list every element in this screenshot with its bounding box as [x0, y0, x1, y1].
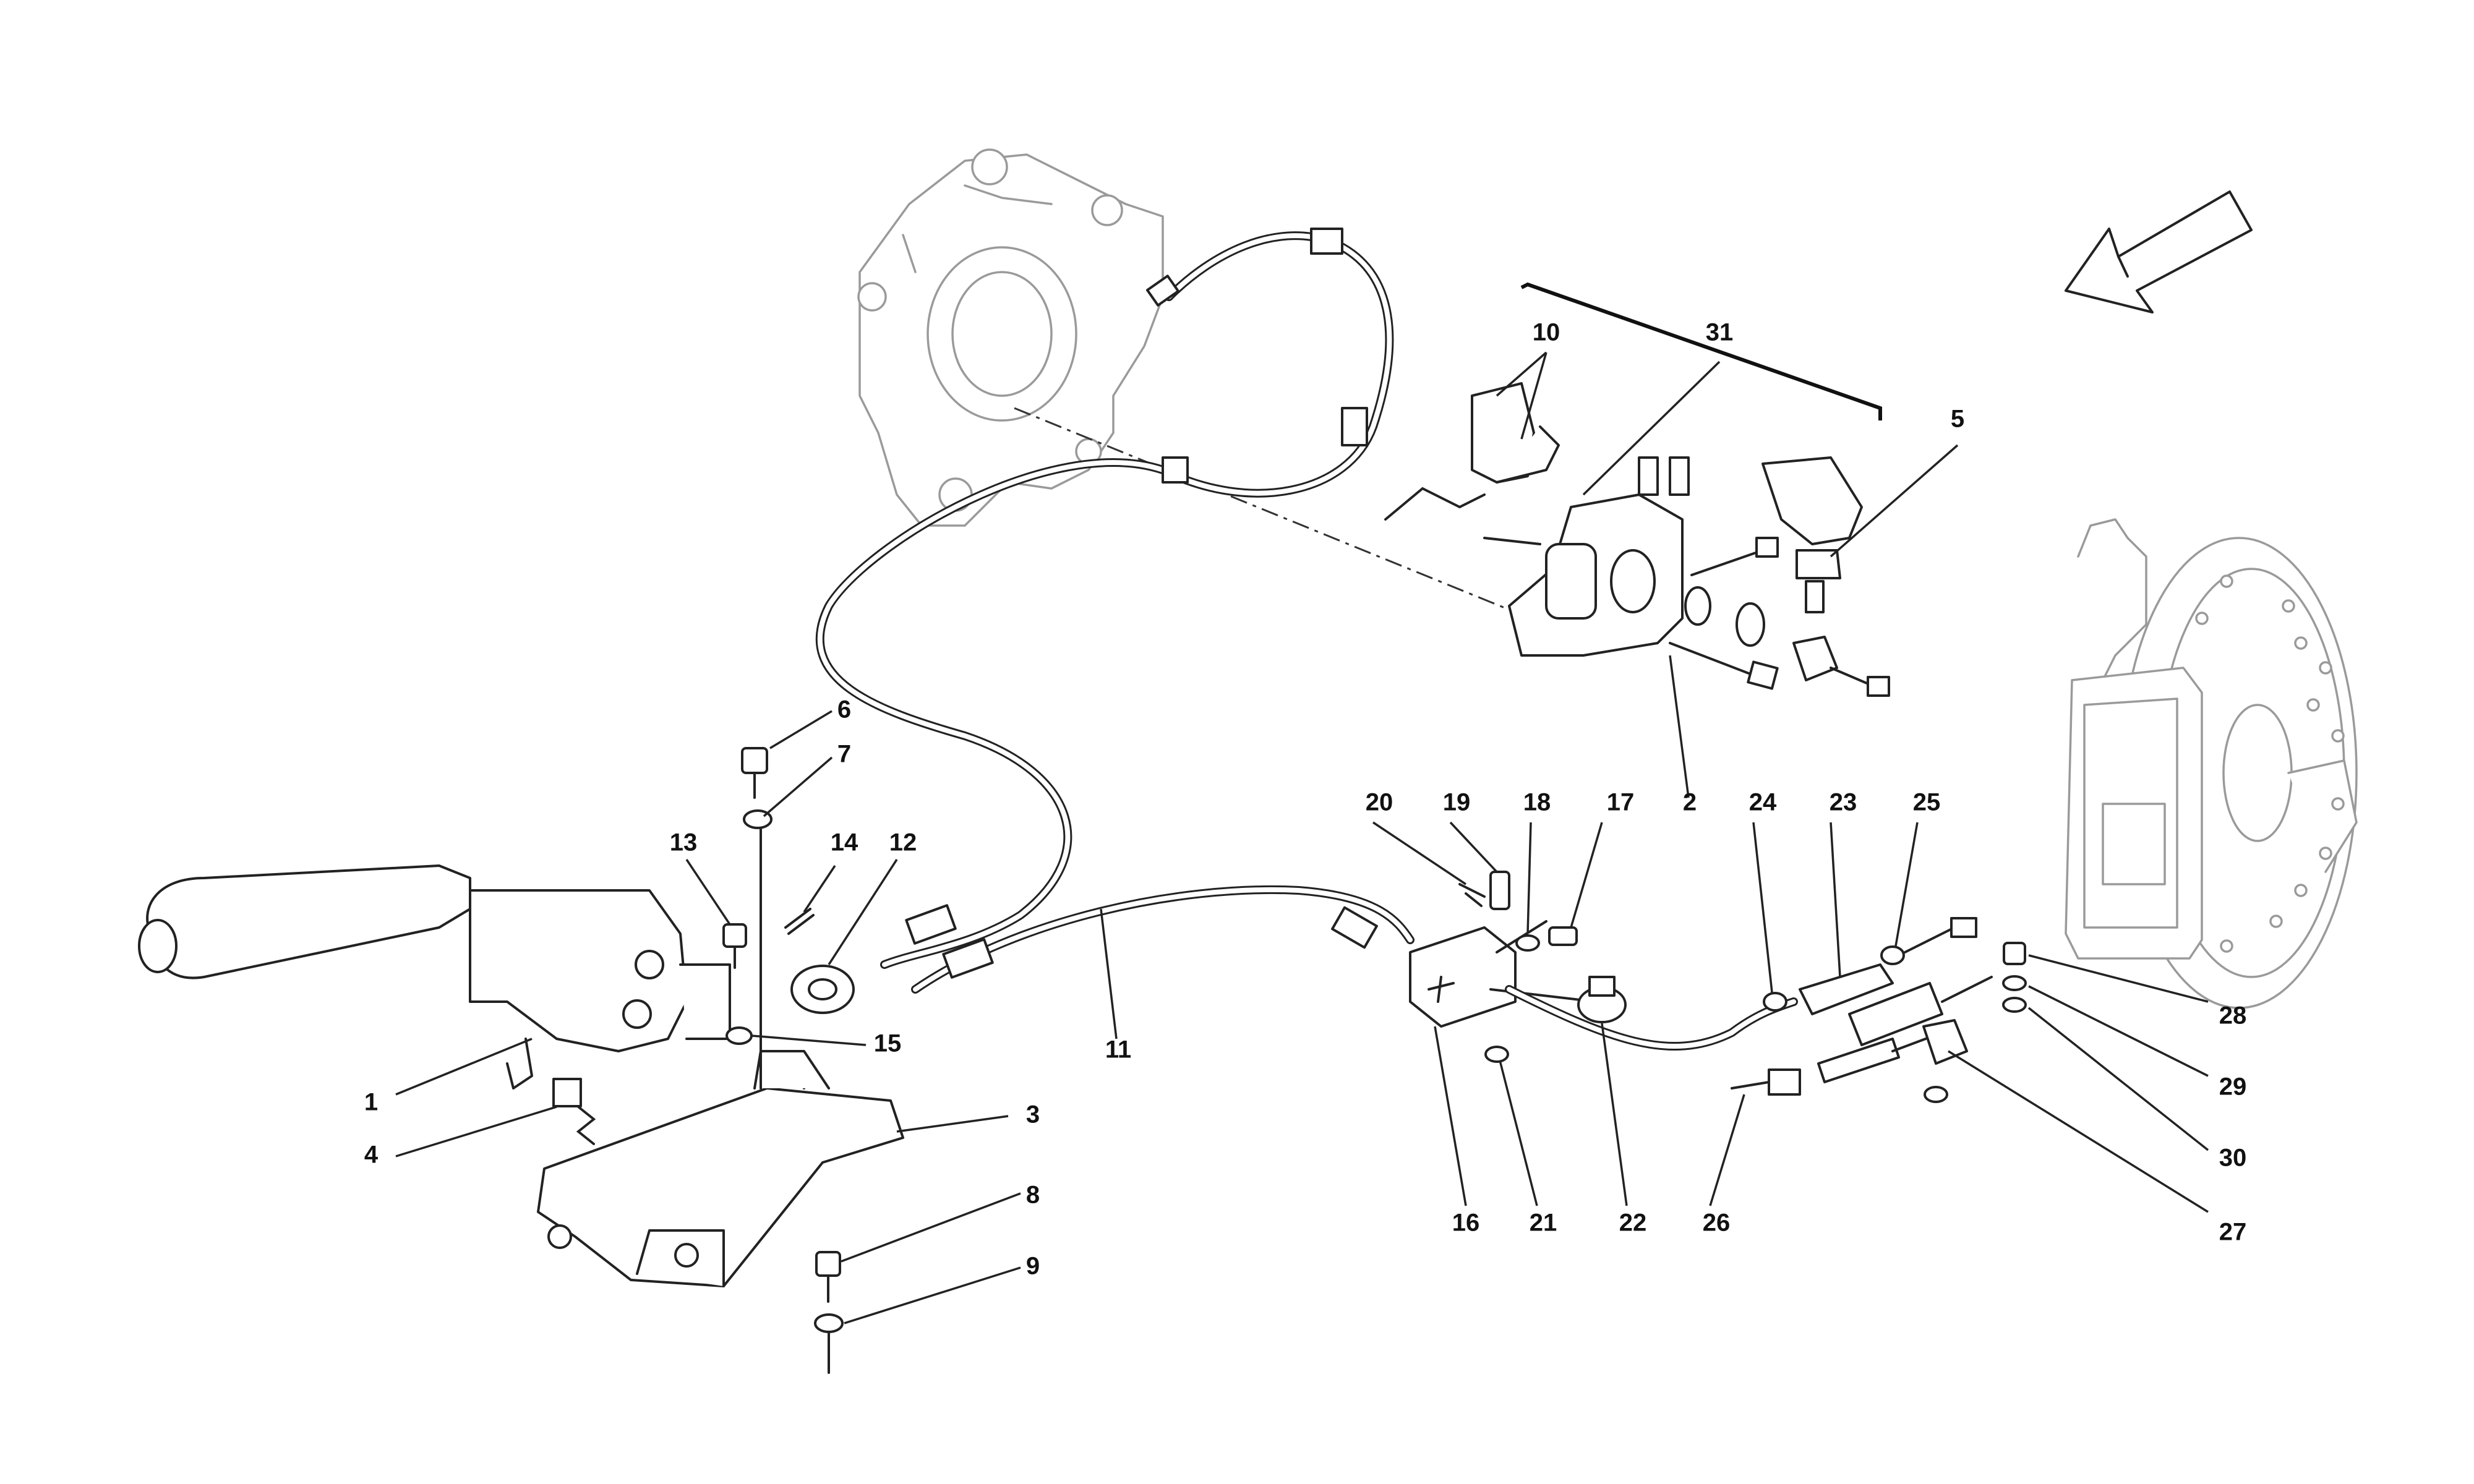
rear-disc-and-caliper-outline	[2065, 518, 2358, 1009]
callout-22: 22	[1619, 1209, 1647, 1237]
callout-15: 15	[874, 1030, 902, 1057]
callout-4: 4	[364, 1141, 379, 1169]
callout-23: 23	[1830, 789, 1857, 816]
bolt-6	[741, 747, 768, 774]
washer-29	[2002, 975, 2027, 991]
nut-24	[1763, 992, 1787, 1012]
brake-cable-front	[815, 228, 1394, 969]
fasteners-lever	[552, 747, 855, 1374]
callout-16: 16	[1452, 1209, 1480, 1237]
callout-20: 20	[1366, 789, 1393, 816]
wheel-hub-knuckle-outline	[857, 148, 1164, 527]
callout-25: 25	[1913, 789, 1941, 816]
washer-9	[814, 1313, 844, 1333]
callout-1: 1	[364, 1089, 378, 1116]
callout-21: 21	[1530, 1209, 1557, 1237]
callout-6: 6	[837, 696, 851, 723]
washer-18	[1515, 934, 1540, 952]
callout-12: 12	[889, 829, 917, 856]
callout-31: 31	[1706, 319, 1734, 346]
callout-24: 24	[1749, 789, 1777, 816]
alignment-line	[1014, 407, 1516, 613]
callout-14: 14	[831, 829, 858, 856]
spring-clip-4	[552, 1078, 582, 1107]
threaded-rod-26	[1768, 1068, 1801, 1096]
callout-29: 29	[2219, 1073, 2247, 1101]
bolt-28	[2003, 942, 2026, 965]
callout-17: 17	[1607, 789, 1635, 816]
sleeve-23	[1799, 963, 1894, 1015]
washer-21	[1484, 1046, 1509, 1063]
lever-support-bracket	[537, 1050, 904, 1287]
callout-11: 11	[1105, 1036, 1131, 1064]
callout-19: 19	[1443, 789, 1471, 816]
clip-14	[784, 908, 815, 935]
caliper-assembly	[1384, 282, 1890, 697]
washer-30	[2002, 997, 2027, 1013]
callout-10: 10	[1533, 319, 1560, 346]
callout-18: 18	[1523, 789, 1551, 816]
callout-7: 7	[837, 741, 851, 768]
clip-27	[1922, 1019, 1968, 1065]
clip-20	[1458, 883, 1486, 907]
cable-adjuster	[1731, 917, 1993, 1096]
callout-30: 30	[2219, 1145, 2247, 1172]
callout-3: 3	[1026, 1101, 1040, 1128]
callout-9: 9	[1026, 1253, 1040, 1280]
bolt-8	[815, 1251, 841, 1277]
bolt-17	[1548, 926, 1578, 946]
callout-28: 28	[2219, 1002, 2247, 1030]
nut-25	[1880, 945, 1905, 965]
callout-26: 26	[1703, 1209, 1731, 1237]
callout-8: 8	[1026, 1182, 1040, 1209]
callout-27: 27	[2219, 1219, 2247, 1246]
brake-cable-rear	[905, 885, 1415, 994]
callout-5: 5	[1951, 406, 1964, 433]
pin-19	[1489, 871, 1510, 910]
fasteners-caliper	[1922, 942, 2027, 1103]
callout-labels: 1 2 3 4 5 6 7 8 9 10 11 12 13 14 15 16 1…	[364, 319, 2246, 1280]
pin-13	[722, 923, 747, 948]
callout-2: 2	[1683, 789, 1697, 816]
leader-lines	[395, 351, 2209, 1324]
callout-13: 13	[670, 829, 698, 856]
hand-brake-lever	[138, 864, 731, 1090]
cable-equaliser	[1409, 871, 1798, 1063]
direction-arrow-icon	[2065, 190, 2253, 313]
washer-15	[726, 1026, 753, 1045]
